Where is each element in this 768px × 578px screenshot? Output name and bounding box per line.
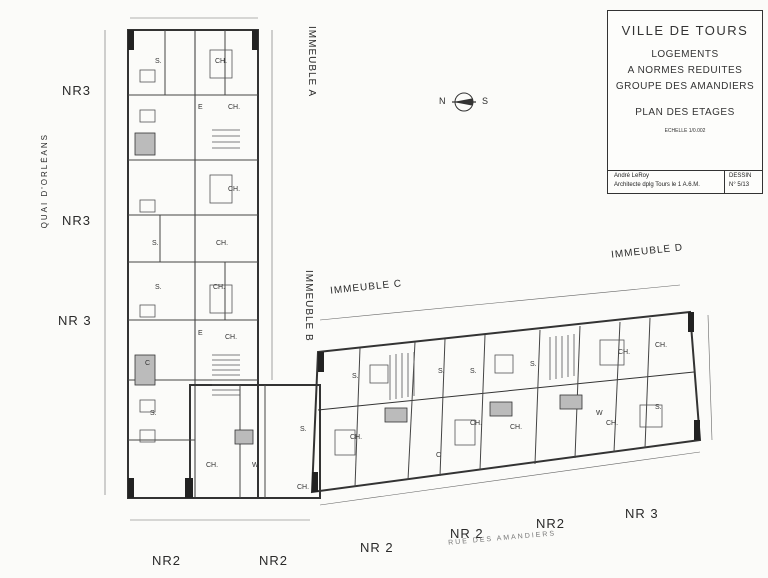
room-label: S. — [655, 404, 662, 411]
room-label: CH. — [228, 186, 241, 193]
title-block-footer: André LeRoy Architecte dplg Tours le 1 A… — [608, 170, 762, 194]
building-a-label: IMMEUBLE A — [306, 26, 317, 98]
room-label: W — [252, 462, 259, 469]
zone-nr2-a: NR2 — [152, 553, 182, 568]
room-label: CH. — [225, 334, 238, 341]
zone-nr3-mid: NR3 — [62, 213, 92, 228]
zone-nr3-top: NR3 — [62, 83, 92, 98]
title-project-line-1: LOGEMENTS — [651, 49, 719, 60]
room-label: S. — [152, 240, 159, 247]
room-label: E — [198, 104, 203, 111]
street-quai-dorleans: QUAI D'ORLÉANS — [40, 133, 49, 229]
room-label: CH. — [206, 462, 219, 469]
room-label: S. — [300, 426, 307, 433]
room-label: CH. — [297, 484, 310, 491]
zone-nr3-low: NR 3 — [58, 313, 92, 328]
room-label: CH. — [470, 420, 483, 427]
room-label: CH. — [228, 104, 241, 111]
zone-nr2-b: NR2 — [259, 553, 289, 568]
architect-credentials: Architecte dplg Tours le 1 A.6.M. — [614, 182, 700, 188]
room-label: S. — [438, 368, 445, 375]
drawing-label: DESSIN — [729, 173, 752, 179]
compass-south-label: S — [482, 96, 489, 106]
building-b-outline — [189, 384, 321, 499]
compass-north-label: N — [439, 96, 446, 106]
room-label: CH. — [606, 420, 619, 427]
title-project-line-2: A NORMES REDUITES — [627, 65, 743, 76]
building-cd-corridor — [317, 371, 695, 411]
zone-nr2-d: NR 2 — [450, 526, 484, 541]
room-label: CH. — [215, 58, 228, 65]
room-label: C — [145, 360, 151, 367]
room-label: CH. — [213, 284, 226, 291]
compass-rose — [452, 92, 476, 112]
drawing-number: N° 5/13 — [729, 182, 750, 188]
room-label: CH. — [510, 424, 523, 431]
title-project-line-3: GROUPE DES AMANDIERS — [615, 81, 755, 92]
room-label: CH. — [216, 240, 229, 247]
title-city: VILLE DE TOURS — [621, 23, 749, 38]
drawing-number-box: DESSIN N° 5/13 — [724, 171, 763, 194]
building-b-label: IMMEUBLE B — [303, 270, 314, 342]
room-label: S. — [470, 368, 477, 375]
room-label: W — [596, 410, 603, 417]
room-label: E — [198, 330, 203, 337]
room-label: CH. — [350, 434, 363, 441]
zone-nr3-right: NR 3 — [625, 506, 659, 521]
room-label: C — [436, 452, 442, 459]
building-a-outline — [127, 29, 259, 499]
room-label: CH. — [618, 349, 631, 356]
architect-name: André LeRoy — [614, 173, 650, 179]
room-label: CH. — [655, 342, 668, 349]
room-label: S. — [150, 410, 157, 417]
room-label: S. — [155, 58, 162, 65]
zone-nr2-e: NR2 — [536, 516, 566, 531]
room-label: S. — [352, 373, 359, 380]
zone-nr2-c: NR 2 — [360, 540, 394, 555]
sheet-title: PLAN DES ETAGES — [635, 107, 735, 118]
scale-label: ECHELLE 1/0.002 — [664, 128, 706, 134]
room-label: S. — [155, 284, 162, 291]
room-label: S. — [530, 361, 537, 368]
title-block: VILLE DE TOURS LOGEMENTS A NORMES REDUIT… — [607, 10, 763, 194]
